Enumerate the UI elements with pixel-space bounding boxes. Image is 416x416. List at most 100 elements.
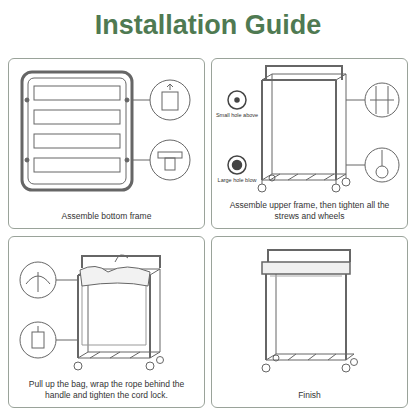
upper-frame [266, 66, 342, 80]
step-caption: Pull up the bag, wrap the rope behind th… [15, 379, 198, 401]
hole-label: Small hole above [216, 112, 258, 118]
bottom-frame [34, 134, 120, 148]
cart-with-bag [115, 255, 128, 262]
upper-frame [335, 80, 337, 180]
detail-callout [132, 160, 150, 161]
cart-with-bag [150, 269, 160, 275]
page-title: Installation Guide [0, 10, 416, 41]
upper-frame [306, 174, 316, 180]
cart-with-bag [78, 352, 160, 358]
step-caption: Finish [218, 390, 401, 401]
bottom-frame [22, 72, 132, 190]
hole-icon [228, 91, 246, 174]
step-panel: Finish [211, 236, 408, 408]
upper-frame [262, 79, 336, 81]
finished-cart [345, 274, 347, 360]
cart-with-bag [77, 275, 79, 358]
finished-cart [262, 364, 270, 372]
upper-frame [272, 74, 346, 75]
upper-frame [288, 174, 298, 180]
hole-icon [233, 161, 242, 170]
finished-cart [308, 354, 316, 360]
hole-label: Large hole blow [218, 177, 257, 183]
cart-with-bag [82, 278, 146, 345]
hole-icon [228, 91, 246, 109]
upper-frame [262, 74, 272, 80]
detail-callout [150, 80, 190, 120]
finished-cart [273, 355, 279, 361]
bottom-frame [34, 110, 120, 124]
upper-frame [336, 180, 337, 184]
finished-cart [328, 354, 336, 360]
detail-callout [56, 340, 78, 341]
upper-frame [262, 180, 263, 184]
detail-callout [158, 152, 182, 158]
step-panel: Pull up the bag, wrap the rope behind th… [8, 236, 205, 408]
finished-cart [262, 250, 358, 372]
detail-callout [132, 100, 150, 101]
finished-cart [262, 262, 350, 274]
bottom-frame [25, 98, 29, 102]
detail-callout [132, 80, 190, 180]
detail-callout [167, 84, 173, 87]
bottom-frame [28, 78, 126, 184]
finished-cart [266, 354, 354, 360]
detail-callout [382, 150, 383, 166]
cart-with-bag [74, 255, 164, 370]
finished-cart [265, 274, 267, 360]
upper-frame [262, 174, 346, 180]
cart-with-bag [74, 362, 82, 370]
upper-frame [342, 178, 350, 186]
step-panel: Assemble upper frame, then tighten all t… [211, 58, 408, 229]
detail-callout [38, 272, 39, 292]
detail-callout [165, 158, 175, 170]
hole-icon [235, 98, 239, 102]
upper-frame [258, 66, 350, 192]
cart-with-bag [110, 352, 120, 358]
finished-cart [351, 359, 358, 366]
upper-frame [272, 74, 273, 174]
detail-callout [365, 83, 399, 117]
upper-frame [269, 175, 275, 181]
cart-with-bag [80, 266, 150, 286]
cart-with-bag [149, 275, 151, 358]
detail-callout [20, 262, 56, 298]
detail-callout [346, 100, 365, 101]
bottom-frame [34, 86, 120, 100]
upper-frame [332, 184, 340, 192]
cart-with-bag [160, 269, 161, 352]
finished-cart [270, 276, 342, 277]
finished-cart [288, 354, 296, 360]
detail-callout [38, 326, 39, 332]
detail-callout [365, 148, 399, 182]
cart-with-bag [130, 352, 140, 358]
detail-callout [346, 165, 365, 166]
bottom-frame [25, 158, 29, 162]
bottom-frame [125, 158, 129, 162]
detail-callout [370, 100, 394, 101]
bottom-frame [125, 98, 129, 102]
step-panel: Assemble bottom frame [8, 58, 205, 229]
finished-cart [268, 250, 350, 262]
finished-cart [342, 364, 350, 372]
detail-callout [32, 332, 44, 348]
detail-callout [56, 280, 78, 281]
upper-frame [346, 74, 347, 174]
upper-frame [270, 174, 280, 180]
upper-frame [324, 174, 334, 180]
detail-callout [150, 140, 190, 180]
detail-callout [20, 262, 78, 358]
bottom-frame [22, 72, 132, 190]
upper-frame [336, 74, 346, 80]
cart-with-bag [146, 362, 154, 370]
upper-frame [346, 174, 347, 178]
finished-cart [276, 274, 277, 354]
cart-with-bag [157, 357, 164, 364]
detail-callout [20, 322, 56, 358]
bottom-frame [34, 158, 120, 172]
upper-frame [261, 80, 263, 180]
detail-callout [162, 92, 178, 110]
detail-callout [376, 166, 388, 178]
step-caption: Assemble upper frame, then tighten all t… [218, 200, 401, 222]
